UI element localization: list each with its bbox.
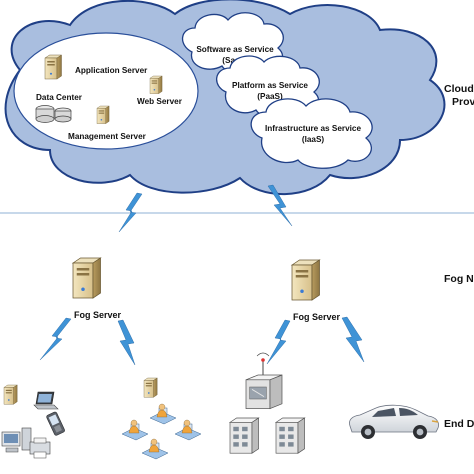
data-center-icon	[35, 105, 72, 123]
end-devices-layer	[1, 352, 439, 460]
web-server-icon	[149, 75, 163, 94]
desktop-pc-icon	[1, 427, 32, 453]
application-server-label: Application Server	[75, 66, 148, 75]
laptop-icon	[33, 391, 59, 410]
saas-label-line1: Software as Service	[196, 45, 274, 54]
antenna-building-icon	[245, 352, 283, 410]
management-server-icon	[96, 105, 110, 124]
fog-layer-label: Fog N	[444, 273, 474, 285]
car-icon	[349, 404, 439, 439]
web-server-label: Web Server	[137, 97, 183, 106]
fog-server-right-icon	[291, 259, 321, 301]
fog-server-left-icon	[72, 257, 102, 299]
office-workstations-icon	[121, 403, 202, 460]
fog-server-left-label: Fog Server	[74, 310, 122, 320]
building-icon	[229, 417, 260, 454]
cloud-layer-label-line1: Cloud S	[444, 83, 474, 95]
application-server-icon	[44, 54, 62, 80]
building-icon	[275, 417, 306, 454]
cloud-layer-label-line2: Provi	[452, 96, 474, 108]
paas-label-line1: Platform as Service	[232, 81, 308, 90]
office-server-icon	[143, 377, 158, 398]
printer-icon	[29, 437, 51, 459]
wireless-links	[39, 184, 365, 366]
mobile-phone-icon	[46, 411, 65, 436]
lightning-icon	[267, 184, 293, 227]
lightning-icon	[341, 316, 365, 363]
cloud-layer: Application Server Data Center Web Serve…	[4, 0, 446, 196]
end-device-layer-label: End De	[444, 418, 474, 430]
lightning-icon	[266, 319, 291, 365]
fog-layer: Fog Server Fog Server	[72, 257, 341, 322]
lightning-icon	[118, 192, 143, 233]
data-center-label: Data Center	[36, 93, 83, 102]
paas-label-line2: (PaaS)	[257, 92, 283, 101]
lightning-icon	[39, 317, 72, 361]
fog-server-right-label: Fog Server	[293, 312, 341, 322]
management-server-label: Management Server	[68, 132, 147, 141]
iaas-label-line1: Infrastructure as Service	[265, 124, 361, 133]
small-server-icon	[3, 384, 18, 405]
lightning-icon	[117, 319, 136, 366]
iaas-label-line2: (IaaS)	[302, 135, 325, 144]
iaas-cloud-shape	[250, 98, 373, 169]
